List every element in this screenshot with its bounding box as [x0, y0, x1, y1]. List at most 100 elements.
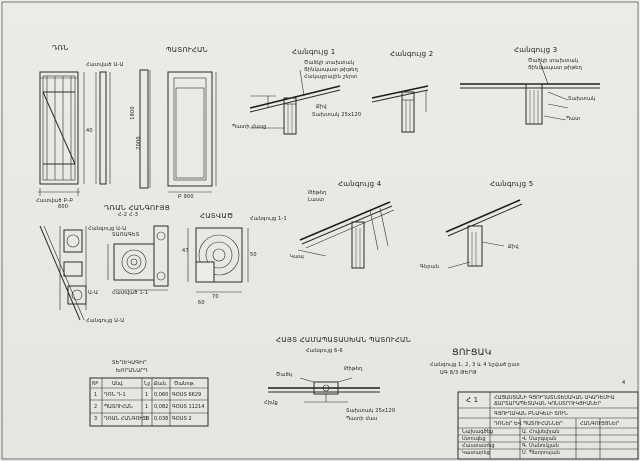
roof-detail-4	[297, 201, 395, 269]
detail-d-note-2: Թիթեղ	[344, 366, 363, 372]
eave-detail-1	[249, 69, 341, 135]
detail-sub-c: Հանգույց 1-1	[250, 216, 287, 222]
node4-note-2: Լաստ	[308, 197, 325, 203]
node4-note-1: Թիթեղ	[308, 190, 327, 196]
roof-detail-3	[460, 61, 600, 125]
node1-note-2: Ցինկապատ թիթեղ	[304, 67, 358, 73]
node1-side-2: Տախտակ 25x120	[312, 112, 362, 118]
detail-d-note-3: Հիմք	[264, 400, 278, 406]
node1-side-3: Պատի մասը	[232, 124, 267, 130]
detail-title-d: ՀԱՅՏ ՀԱՄԱՊԱՏԱՍԽԱՆ ՊԱՏՈՒՀԱՆ	[276, 336, 411, 344]
title-sheet-no: Հ 1	[466, 396, 479, 404]
spec-table-grid	[89, 377, 209, 427]
view-bottom-door: Հատված Բ-Բ	[36, 198, 74, 204]
frame-section	[187, 227, 249, 293]
dim-c-3: 50	[250, 252, 257, 258]
view-title-node2: Հանգույց 2	[390, 50, 434, 58]
spec-r2-c1: 2	[94, 404, 98, 410]
title-role-1: Նախագծեց	[462, 429, 494, 435]
node5-note-2: Գերան	[420, 264, 440, 270]
node3-note-4: Պատ	[566, 116, 581, 122]
title-name-1: Ա. Հովսեփյան	[522, 429, 560, 435]
spec-r1-c4: 0,060	[154, 392, 169, 398]
title-name-4: Ս. Պետրոսյան	[522, 450, 560, 456]
dim-door-1: 1800	[129, 106, 136, 120]
node1-side-1: Քիվ	[316, 104, 327, 110]
spec-title-1: ՏԵՂԵԿԱԳԻՐ	[112, 360, 147, 366]
view-bottom-window: Բ 900	[178, 194, 194, 200]
title-name-3: Գ. Մանուկյան	[522, 443, 559, 449]
detail-title-b: Հատված 1-1	[112, 290, 149, 296]
view-title-node5: Հանգույց 5	[490, 180, 534, 188]
eave-detail-2	[371, 85, 429, 133]
view-title-node3: Հանգույց 3	[514, 46, 558, 54]
sheet-mark: 4	[622, 380, 626, 386]
spec-title-2: ԽՈՐԱՆԱՐԴ	[116, 368, 148, 374]
detail-a-note-3: Հանգույց Ա-Ա	[86, 318, 125, 324]
plank-section	[107, 225, 169, 291]
spec-r3-c3: 1	[145, 416, 149, 422]
node5-note-1: Քիվ	[508, 244, 519, 250]
view-title-window: ՊԱՏՈՒՀԱՆ	[166, 46, 208, 54]
node1-note-1: Ծածկի տախտակ	[304, 60, 355, 66]
node1-note-3: Հակաջրային շերտ	[304, 74, 358, 80]
title-org-2: ՃԱՐՏԱՐԱՊԵՏԱԿԱՆ ԿՈՆՍՏՐՈՒԿՑԻԱՆԵՐ	[494, 401, 601, 407]
view-title-node1: Հանգույց 1	[292, 48, 336, 56]
spec-r2-c2: ՊԱՏՈՒՀԱՆ	[104, 404, 133, 410]
notes-line-2: ԱԳ 8/3 ԹԵՐԹ	[440, 370, 477, 376]
node3-note-1: Ծածկի տախտակ	[528, 58, 579, 64]
spec-header-name: Անվ.	[112, 381, 124, 387]
spec-header-qty: Քան.	[154, 381, 168, 387]
spec-r1-c3: 1	[145, 392, 149, 398]
dim-c-2: 70	[212, 294, 219, 300]
detail-sub-d: Հանգույց 6-6	[306, 348, 343, 354]
spec-r3-c5: ԳՕՍՏ 2	[172, 416, 192, 422]
spec-r3-c4: 0,038	[154, 416, 169, 422]
title-name-2: Վ. Սարգսյան	[522, 436, 557, 442]
title-org-1: ՀԱՅԱՍՏԱՆԻ ԳՅՈՒՂԱՏՆՏԵՍԱԿԱՆ ԱԿԱԴԵՄԻԱ	[494, 395, 615, 401]
spec-r1-c2: ԴՌՆ Դ-1	[104, 392, 126, 398]
node3-note-3: Տախտակ	[568, 96, 596, 102]
detail-sub-a: Հ-2 Հ-3	[118, 212, 139, 218]
spec-r3-c1: 3	[94, 416, 98, 422]
title-block-grid	[457, 391, 639, 460]
spec-r2-c3: 1	[145, 404, 149, 410]
door-elevation	[38, 71, 111, 196]
node3-note-2: Ցինկապատ թիթեղ	[528, 65, 582, 71]
title-role-3: Հաստատեց	[462, 443, 495, 449]
title-project: ԳՅՈՒՂԱԿԱՆ ԲՆԱԿԵԼԻ ՏՈՒՆ	[494, 411, 568, 417]
notes-line-1: Հանգույց 1, 2, 3 և 4 նշված ըստ	[430, 362, 520, 368]
detail-title-c: ՀԱՏՎԱԾ	[200, 212, 234, 220]
view-title-node4: Հանգույց 4	[338, 180, 382, 188]
title-stage-2: ՀԱՆԳՈՒՅՑՆԵՐ	[580, 421, 620, 427]
detail-title-a: ԴՌԱՆ ՀԱՆԳՈՒՅՑ	[104, 204, 171, 212]
roof-detail-5	[445, 199, 523, 269]
spec-header-mark: Նշ.	[144, 381, 152, 387]
detail-a-note-2: Ա-Ա	[88, 290, 99, 296]
detail-d-note-1: Ծածկ	[276, 372, 293, 378]
detail-sub-b: ՏԱՌԱԳԵՏ	[112, 232, 140, 238]
dim-c-4: 60	[198, 300, 205, 306]
door-node-section	[39, 225, 87, 321]
spec-r2-c5: ԳՕՍՏ 11214	[172, 404, 205, 410]
spec-r1-c5: ԳՕՍՏ 6629	[172, 392, 202, 398]
dim-door-2: 2000	[135, 136, 142, 150]
dim-door-4: 800	[58, 204, 69, 210]
title-role-4: Կատարեց	[462, 450, 490, 456]
node4-note-3: Կապ	[290, 254, 305, 260]
view-note-door: Հատված Ա-Ա	[86, 62, 124, 68]
spec-r2-c4: 0,082	[154, 404, 169, 410]
title-role-2: Ստուգեց	[462, 436, 486, 442]
detail-d-note-4: Տախտակ 25x120	[346, 408, 396, 414]
spec-header-note: Ծանոթ.	[174, 381, 195, 387]
notes-title: ՑՈՒՑԱԿ	[452, 348, 492, 358]
title-stage: ԴՌՆԵՐ ԵՎ ՊԱՏՈՒՀԱՆՆԵՐ	[494, 421, 563, 427]
spec-r1-c1: 1	[94, 392, 98, 398]
detail-a-note-1: Հանգույց Ա-Ա	[88, 226, 127, 232]
dim-c-1: 47	[182, 248, 189, 254]
view-title-door: ԴՌՆ	[52, 44, 69, 52]
sill-section	[268, 377, 380, 403]
